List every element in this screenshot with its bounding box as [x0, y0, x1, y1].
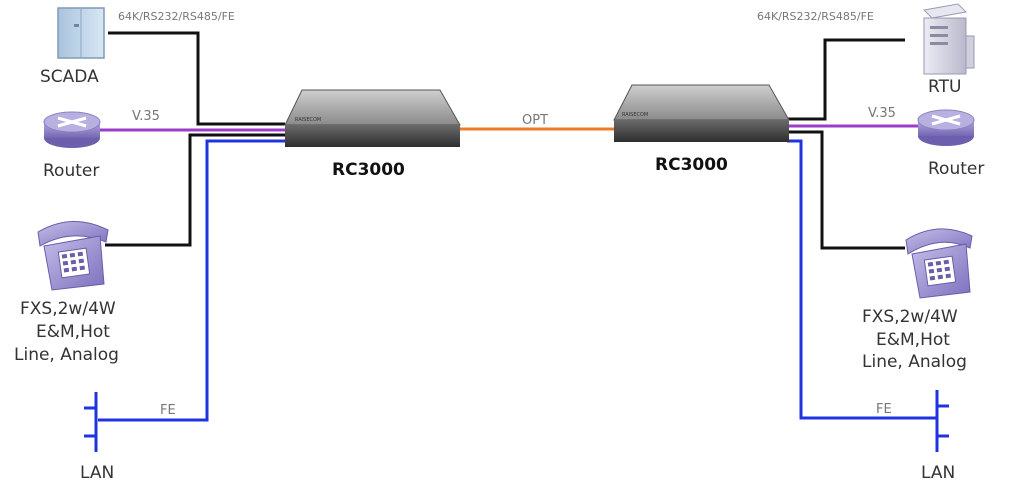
- left-serial-label: 64K/RS232/RS485/FE: [118, 10, 235, 23]
- left-lan-bus-icon: [84, 392, 98, 452]
- left-phone-label-2: E&M,Hot: [36, 322, 110, 342]
- right-device-label: RC3000: [655, 155, 728, 175]
- left-serial-line: [108, 31, 285, 126]
- left-telephone-icon: [37, 221, 109, 291]
- right-router-label: Router: [928, 159, 984, 179]
- left-router-label: Router: [43, 161, 99, 181]
- right-serial-line: [787, 38, 905, 121]
- rtu-label: RTU: [928, 77, 961, 97]
- left-device-label: RC3000: [332, 160, 405, 180]
- scada-cabinet-icon: [57, 7, 105, 59]
- left-cables: [98, 31, 285, 422]
- left-v35-label: V.35: [132, 109, 160, 124]
- right-phone-label-1: FXS,2w/4W: [862, 307, 958, 327]
- left-phone-line: [105, 133, 285, 247]
- right-router-icon: [917, 109, 975, 146]
- left-router-icon: [43, 111, 101, 148]
- right-v35-label: V.35: [868, 106, 896, 121]
- right-cables: [787, 38, 937, 420]
- left-phone-label-1: FXS,2w/4W: [20, 299, 116, 319]
- right-telephone-icon: [905, 228, 973, 299]
- right-serial-label: 64K/RS232/RS485/FE: [757, 10, 874, 23]
- left-rc3000-device-icon: RAISECOM: [284, 89, 461, 147]
- svg-text:RAISECOM: RAISECOM: [622, 112, 648, 118]
- right-fe-line: [787, 139, 937, 420]
- right-lan-bus-icon: [935, 390, 949, 452]
- right-phone-label-3: Line, Analog: [862, 352, 967, 372]
- scada-label: SCADA: [40, 67, 99, 87]
- right-phone-label-2: E&M,Hot: [876, 330, 950, 350]
- left-fe-line: [98, 139, 285, 422]
- rtu-server-icon: [922, 3, 975, 75]
- right-fe-label: FE: [876, 402, 892, 417]
- svg-text:RAISECOM: RAISECOM: [295, 117, 321, 123]
- right-lan-label: LAN: [921, 463, 955, 483]
- right-phone-line: [787, 130, 905, 250]
- left-fe-label: FE: [160, 403, 176, 418]
- left-lan-label: LAN: [80, 463, 114, 483]
- right-rc3000-device-icon: RAISECOM: [613, 84, 790, 142]
- opt-label: OPT: [522, 113, 548, 128]
- left-phone-label-3: Line, Analog: [14, 345, 119, 365]
